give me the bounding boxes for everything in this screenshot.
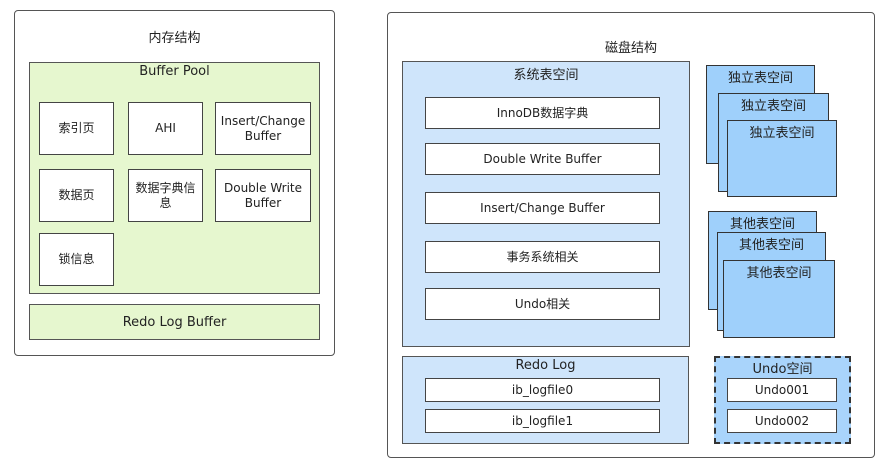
general-tablespace: 其他表空间 (723, 260, 835, 338)
buffer-pool-item-ahi: AHI (128, 102, 203, 155)
file-per-table-tablespace: 独立表空间 (727, 120, 837, 197)
file-per-table-label: 独立表空间 (749, 126, 815, 141)
file-per-table-label: 独立表空间 (740, 99, 806, 114)
undo-file-0: Undo001 (727, 378, 837, 402)
buffer-pool-item-data-dictionary: 数据字典信息 (128, 169, 203, 222)
general-tablespace-label: 其他表空间 (738, 238, 804, 253)
buffer-pool-item-data-page: 数据页 (39, 169, 114, 222)
undo-space-title: Undo空间 (752, 362, 813, 377)
redo-log-buffer: Redo Log Buffer (29, 304, 320, 340)
buffer-pool-item-insert-change-buffer: Insert/Change Buffer (215, 102, 311, 155)
undo-file-1: Undo002 (727, 409, 837, 433)
general-tablespace-label: 其他表空间 (746, 266, 812, 281)
system-tablespace-item-undo: Undo相关 (425, 288, 660, 320)
system-tablespace-item-innodb-dictionary: InnoDB数据字典 (425, 97, 660, 129)
redo-log-file-1: ib_logfile1 (425, 409, 660, 433)
redo-log-title: Redo Log (515, 358, 576, 373)
disk-structure-title: 磁盘结构 (604, 41, 657, 56)
redo-log-buffer-label: Redo Log Buffer (122, 314, 227, 330)
general-tablespace-label: 其他表空间 (729, 217, 795, 232)
system-tablespace-item-insert-change-buffer: Insert/Change Buffer (425, 192, 660, 224)
buffer-pool-item-double-write-buffer: Double Write Buffer (215, 169, 311, 222)
buffer-pool-title: Buffer Pool (139, 64, 210, 79)
buffer-pool-item-lock-info: 锁信息 (39, 233, 114, 286)
buffer-pool-item-index-page: 索引页 (39, 102, 114, 155)
system-tablespace-item-transaction-system: 事务系统相关 (425, 241, 660, 273)
memory-structure-title: 内存结构 (148, 31, 201, 46)
system-tablespace-title: 系统表空间 (513, 68, 579, 83)
file-per-table-label: 独立表空间 (727, 71, 793, 86)
system-tablespace-item-double-write-buffer: Double Write Buffer (425, 143, 660, 175)
redo-log-file-0: ib_logfile0 (425, 378, 660, 402)
